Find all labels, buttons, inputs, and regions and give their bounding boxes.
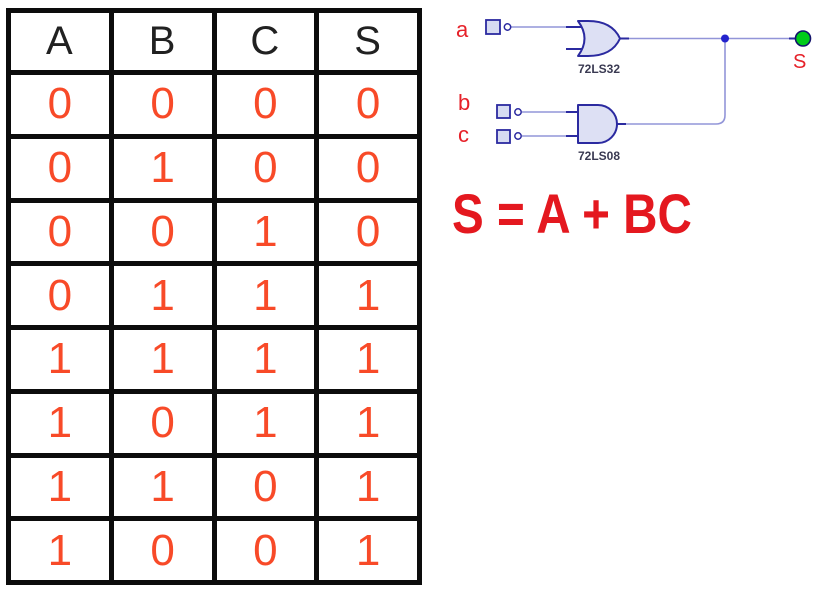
header-cell-c: C	[211, 8, 320, 75]
truth-table-cell: 0	[314, 70, 422, 139]
output-node	[794, 30, 812, 47]
input-pin-b	[496, 104, 511, 119]
truth-table-cell: 0	[6, 133, 114, 203]
input-pin-a	[485, 19, 501, 35]
truth-table-cell: 0	[211, 70, 320, 139]
output-s-label: S	[793, 51, 806, 73]
truth-table-cell: 1	[6, 388, 114, 458]
or-gate	[577, 20, 621, 57]
truth-table-cell: 0	[314, 133, 422, 203]
or-gate-chip-label: 72LS32	[578, 62, 620, 76]
truth-table-cell: 0	[211, 133, 320, 203]
header-cell-s: S	[314, 8, 422, 75]
truth-table-cell: 0	[6, 70, 114, 139]
truth-table-header-row: A B C S	[6, 8, 422, 75]
truth-table-cell: 1	[211, 325, 320, 394]
table-row: 1 0 0 1	[6, 516, 422, 585]
truth-table-cell: 0	[211, 516, 320, 585]
truth-table-cell: 1	[6, 325, 114, 394]
junction-dot	[721, 34, 729, 43]
input-b-label: b	[458, 90, 470, 115]
circuit-diagram: a b c S 72LS32 72LS08	[456, 17, 812, 163]
truth-table-cell: 1	[6, 516, 114, 585]
truth-table-cell: 1	[314, 516, 422, 585]
table-row: 0 0 1 0	[6, 197, 422, 267]
header-cell-a: A	[6, 8, 114, 75]
input-pin-c	[496, 129, 511, 144]
truth-table-cell: 1	[314, 452, 422, 522]
truth-table-cell: 0	[108, 516, 217, 585]
truth-table-cell: 1	[314, 325, 422, 394]
and-gate	[577, 104, 618, 144]
truth-table-cell: 0	[108, 388, 217, 458]
truth-table-cell: 0	[211, 452, 320, 522]
truth-table-cell: 0	[6, 197, 114, 267]
table-row: 0 0 0 0	[6, 70, 422, 139]
truth-table-cell: 1	[108, 261, 217, 330]
formula-text: S = A + BC	[452, 182, 692, 245]
table-row: 1 0 1 1	[6, 388, 422, 458]
table-row: 0 1 0 0	[6, 133, 422, 203]
input-a-label: a	[456, 17, 469, 42]
pin-connector-a	[503, 23, 512, 31]
input-c-label: c	[458, 122, 469, 147]
truth-table-cell: 0	[108, 197, 217, 267]
truth-table-cell: 0	[108, 70, 217, 139]
and-gate-chip-label: 72LS08	[578, 149, 620, 163]
truth-table-cell: 1	[314, 388, 422, 458]
truth-table-cell: 1	[108, 325, 217, 394]
header-cell-b: B	[108, 8, 217, 75]
truth-table-cell: 1	[314, 261, 422, 330]
pin-connector-c	[514, 132, 522, 140]
table-row: 0 1 1 1	[6, 261, 422, 330]
truth-table-cell: 0	[314, 197, 422, 267]
truth-table-cell: 1	[6, 452, 114, 522]
table-row: 1 1 0 1	[6, 452, 422, 522]
truth-table-cell: 1	[211, 388, 320, 458]
truth-table-cell: 0	[6, 261, 114, 330]
truth-table: A B C S 0 0 0 0 0 1 0 0 0 0 1	[6, 8, 422, 585]
table-row: 1 1 1 1	[6, 325, 422, 394]
pin-connector-b	[514, 108, 522, 116]
truth-table-cell: 1	[211, 197, 320, 267]
truth-table-cell: 1	[211, 261, 320, 330]
truth-table-cell: 1	[108, 452, 217, 522]
wire-and-to-junction	[625, 42, 726, 125]
truth-table-cell: 1	[108, 133, 217, 203]
